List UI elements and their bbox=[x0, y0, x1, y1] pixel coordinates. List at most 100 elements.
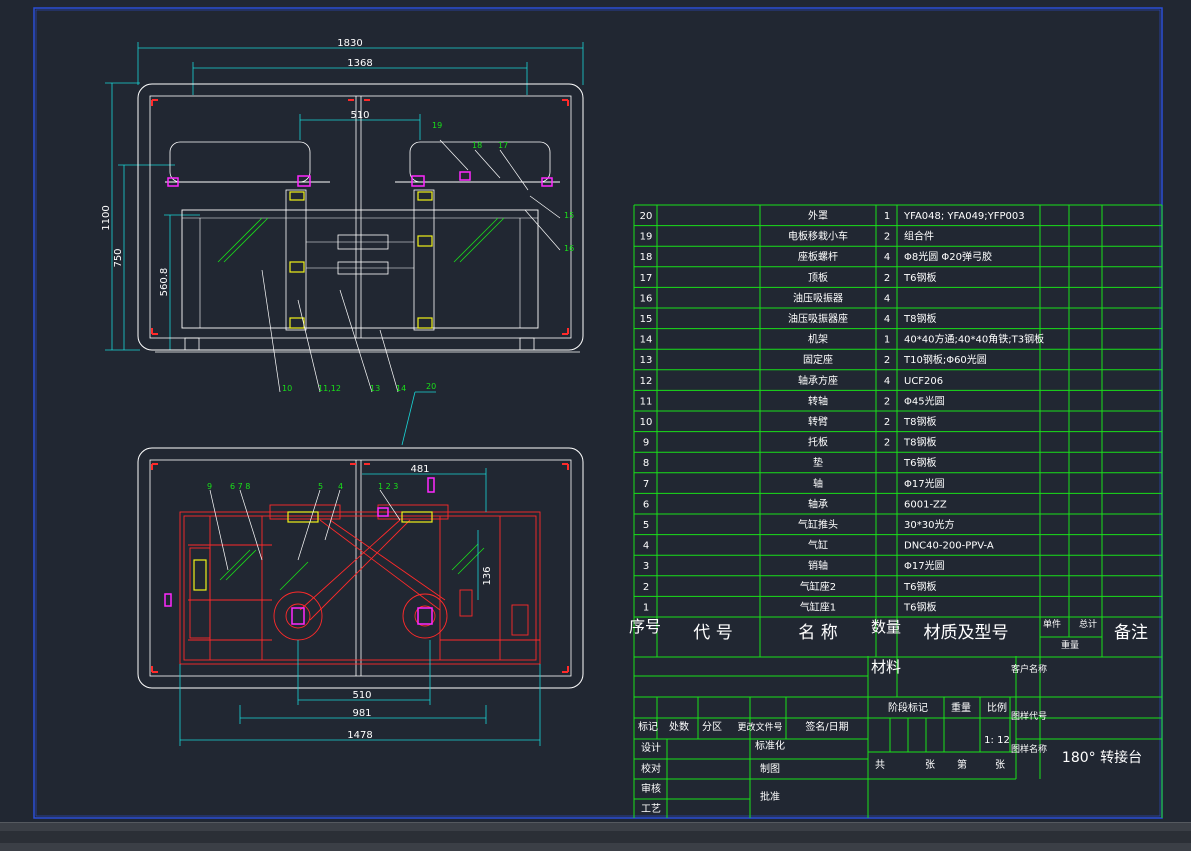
sign-date-label: 签名/日期 bbox=[805, 720, 848, 733]
row-name: 转臂 bbox=[808, 415, 828, 428]
part-label: 14 bbox=[396, 384, 406, 393]
row-no: 1 bbox=[643, 602, 649, 613]
row-name: 油压吸振器座 bbox=[788, 312, 848, 325]
row-name: 气缸 bbox=[808, 539, 828, 552]
row-qty: 4 bbox=[884, 314, 890, 325]
top-view-dimension-texts: 1830 1368 510 1100 750 560.8 bbox=[101, 38, 373, 296]
row-qty: 4 bbox=[884, 376, 890, 387]
part-label: 18 bbox=[472, 141, 482, 150]
row-name: 托板 bbox=[808, 436, 828, 449]
row-name: 转轴 bbox=[808, 394, 828, 407]
part-label: 9 bbox=[207, 482, 212, 491]
table-row: 8 垫 T6钢板 bbox=[643, 456, 937, 469]
check-label: 校对 bbox=[641, 762, 661, 775]
row-no: 13 bbox=[640, 355, 653, 366]
dim-text: 481 bbox=[410, 464, 429, 475]
row-qty: 2 bbox=[884, 232, 890, 243]
dim-text: 510 bbox=[352, 690, 371, 701]
row-name: 垫 bbox=[813, 456, 823, 469]
header-name: 名 称 bbox=[798, 623, 837, 643]
sheets-label: 张 bbox=[925, 759, 935, 771]
row-name: 气缸座1 bbox=[800, 600, 836, 613]
row-no: 8 bbox=[643, 458, 649, 469]
row-qty: 1 bbox=[884, 335, 890, 346]
row-no: 6 bbox=[643, 499, 649, 510]
row-material: T6钢板 bbox=[903, 456, 936, 469]
row-material: T6钢板 bbox=[903, 600, 936, 613]
part-label: 15 bbox=[564, 211, 574, 220]
row-qty: 2 bbox=[884, 273, 890, 284]
row-no: 10 bbox=[640, 417, 653, 428]
row-qty: 2 bbox=[884, 417, 890, 428]
change-doc-label: 更改文件号 bbox=[737, 721, 782, 733]
row-material: T6钢板 bbox=[903, 271, 936, 284]
row-material: 组合件 bbox=[904, 230, 934, 243]
header-seq: 序号 bbox=[629, 617, 661, 636]
drawing-code-label: 图样代号 bbox=[1011, 710, 1047, 722]
dim-text: 981 bbox=[352, 708, 371, 719]
row-name: 油压吸振器 bbox=[793, 291, 843, 304]
row-no: 16 bbox=[640, 293, 653, 304]
part-label: 5 bbox=[318, 482, 323, 491]
part-label: 13 bbox=[370, 384, 380, 393]
row-name: 轴承 bbox=[808, 497, 828, 510]
row-name: 顶板 bbox=[808, 271, 828, 284]
part-label: 10 bbox=[282, 384, 292, 393]
drawing-inner-frame bbox=[35, 9, 1161, 817]
part-label: 1 2 3 bbox=[378, 482, 398, 491]
stage-mark-label: 阶段标记 bbox=[888, 701, 928, 714]
status-bar bbox=[0, 822, 1191, 851]
row-material: 30*30光方 bbox=[904, 518, 954, 531]
row-name: 电板移栽小车 bbox=[788, 230, 848, 243]
part-label: 11,12 bbox=[318, 384, 341, 393]
top-view-part-labels: 19 18 17 15 16 10 11,12 13 14 20 bbox=[282, 121, 574, 393]
dim-text: 1478 bbox=[347, 730, 372, 741]
row-material: T6钢板 bbox=[903, 580, 936, 593]
row-qty: 2 bbox=[884, 355, 890, 366]
sheets-label-2: 张 bbox=[995, 759, 1005, 771]
part-label: 20 bbox=[426, 382, 436, 391]
part-label: 16 bbox=[564, 244, 574, 253]
row-no: 12 bbox=[640, 376, 653, 387]
row-no: 9 bbox=[643, 438, 649, 449]
row-no: 15 bbox=[640, 314, 653, 325]
dim-text: 1368 bbox=[347, 58, 372, 69]
table-row: 14 机架 1 40*40方通;40*40角铁;T3钢板 bbox=[640, 333, 1044, 346]
table-row: 1 气缸座1 T6钢板 bbox=[643, 600, 937, 613]
weight-label: 重量 bbox=[951, 701, 971, 714]
zone-label: 分区 bbox=[702, 721, 722, 733]
mark-label: 标记 bbox=[638, 721, 658, 733]
row-material: Φ17光圆 bbox=[904, 559, 945, 572]
total-label: 共 bbox=[875, 759, 885, 771]
row-no: 2 bbox=[643, 582, 649, 593]
row-name: 机架 bbox=[808, 333, 828, 346]
row-name: 销轴 bbox=[808, 559, 828, 572]
approve-label: 批准 bbox=[760, 790, 780, 803]
row-material: Φ8光圆 Φ20弹弓胶 bbox=[904, 250, 992, 263]
row-qty: 1 bbox=[884, 211, 890, 222]
row-no: 14 bbox=[640, 335, 653, 346]
row-no: 20 bbox=[640, 211, 653, 222]
part-label: 17 bbox=[498, 141, 508, 150]
row-no: 11 bbox=[640, 396, 653, 407]
parts-table-grid bbox=[633, 204, 1163, 818]
row-no: 18 bbox=[640, 252, 653, 263]
row-material: 40*40方通;40*40角铁;T3钢板 bbox=[904, 333, 1044, 346]
row-material: UCF206 bbox=[904, 376, 943, 387]
header-unit-weight: 单件 bbox=[1043, 618, 1061, 630]
dim-text: 750 bbox=[113, 248, 124, 267]
header-code: 代 号 bbox=[693, 623, 732, 643]
part-label: 19 bbox=[432, 121, 442, 130]
drawing-name: 180° 转接台 bbox=[1062, 749, 1142, 766]
row-material: DNC40-200-PPV-A bbox=[904, 541, 994, 552]
row-name: 固定座 bbox=[803, 353, 833, 366]
bottom-view-housing bbox=[137, 447, 584, 689]
